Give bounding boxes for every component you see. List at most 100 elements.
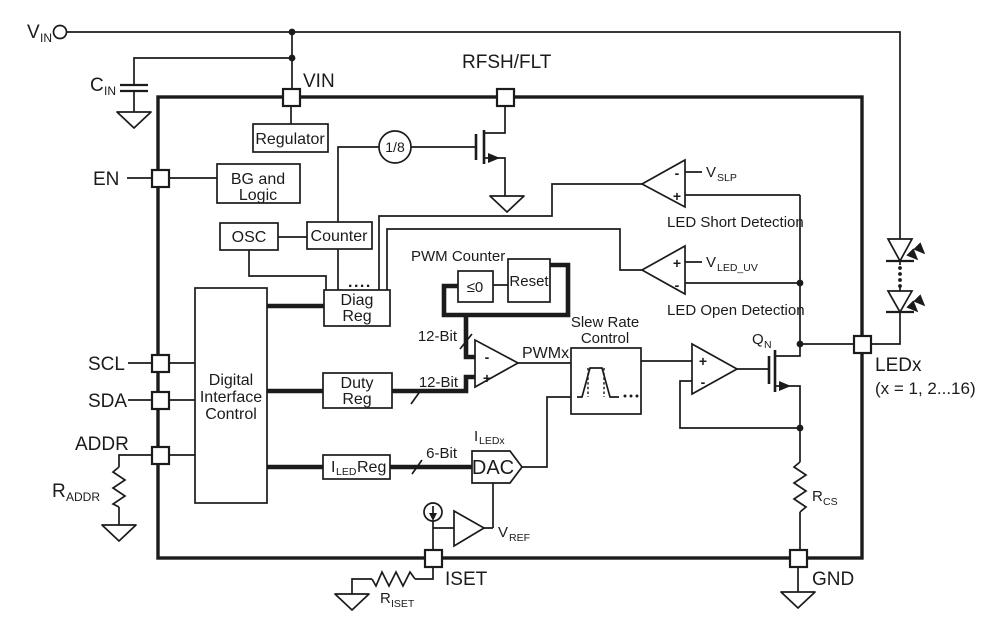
regulator-block [252,123,329,153]
pin-ledx-range-label: (x = 1, 2...16) [875,379,976,398]
iled-reg-label-rest: Reg [357,459,386,476]
bus12-duty-label: 12-Bit [419,374,459,391]
bg-logic-label-1: BG and [231,171,285,188]
qn-label-sub: N [764,339,772,351]
duty-reg-block [322,372,393,409]
divide-by-8-block [378,130,412,164]
vin-terminal-icon [52,24,68,40]
rcs-label-sub: CS [823,496,838,508]
pin-addr [150,445,171,466]
mosfet-qn-arrow-icon [779,381,791,391]
iled-reg-block [322,454,391,480]
iledx-label: I [474,428,478,445]
pin-addr-label: ADDR [75,434,129,455]
reset-block [507,258,551,303]
regulator-label: Regulator [255,131,325,148]
pwm-comp-plus-sign: + [483,370,491,386]
mosfet-bars [474,130,777,392]
pin-iset-label: ISET [445,569,488,590]
current-source-arrowhead-icon [429,513,437,521]
vref-buffer [453,509,486,548]
vref-label-sub: REF [509,532,530,544]
slew-label-2: Control [581,330,629,347]
riset-label-sub: ISET [391,598,415,610]
pin-en [150,168,171,189]
pin-sda-label: SDA [88,391,127,412]
output-amplifier [691,342,739,396]
qn-label: Q [752,331,764,348]
capacitor-cin [120,83,148,93]
led-emission-arrows-icon [906,242,926,313]
led-symbols [886,238,914,314]
pwm-counter-title: PWM Counter [411,248,505,265]
junction-dots [288,28,804,432]
pin-scl [150,353,171,374]
signal-wires [169,106,854,550]
pwm-comp-minus-sign: - [485,349,490,365]
slew-waveform-ideal-icon [587,368,605,397]
pin-scl-label: SCL [88,354,125,375]
iledx-label-sub: LEDx [479,435,505,447]
short-det-minus-sign: - [675,165,680,181]
pin-gnd [788,548,809,569]
slew-waveform-ellipsis-icon [623,394,639,398]
counter-label: Counter [311,228,369,245]
pin-ledx [852,334,873,355]
pwmx-label: PWMx [522,345,569,362]
dic-label-1: Digital [209,372,253,389]
dic-label-3: Control [205,406,257,423]
duty-reg-label-2: Reg [342,391,371,408]
out-amp-minus-sign: - [701,374,706,390]
pin-vin-label: VIN [303,71,335,92]
led-chain-ellipsis [898,266,902,288]
bg-logic-block [216,163,301,204]
pin-vin [281,87,302,108]
digital-interface-control-block [194,287,268,504]
diag-reg-block [323,289,391,327]
le-zero-label: ≤0 [467,279,484,296]
vled-uv-label-sub: LED_UV [717,262,758,274]
open-det-minus-sign: - [675,277,680,293]
resistor-riset [371,569,416,588]
bus6-label: 6-Bit [426,445,458,462]
led-short-detection-label: LED Short Detection [667,214,804,231]
vled-uv-label: V [706,254,716,271]
bg-logic-label-2: Logic [239,187,277,204]
dac-block [471,450,524,484]
pin-rfsh-flt [495,87,516,108]
pin-sda [150,390,171,411]
diag-inputs-ellipsis: .... [348,274,372,291]
comparator-led-short [640,158,686,209]
resistor-raddr [111,466,127,508]
raddr-label-sub: ADDR [66,490,100,504]
dac-label: DAC [472,457,514,479]
comparator-pwm [474,338,520,389]
iled-reg-label-sub: LED [336,466,357,478]
ground-symbols [101,111,816,611]
rcs-label: R [812,488,823,505]
osc-block [219,222,279,251]
bus12-counter-label: 12-Bit [418,328,458,345]
counter-block [306,221,373,250]
iled-reg-label: I [331,459,335,476]
pin-gnd-label: GND [812,569,854,590]
pin-iset [423,548,444,569]
pin-rfsh-flt-label: RFSH/FLT [462,52,552,73]
reset-label: Reset [509,273,549,290]
divide-by-8-label: 1/8 [385,139,405,155]
open-det-plus-sign: + [673,255,681,271]
le-zero-block [457,270,494,303]
out-amp-plus-sign: + [699,353,707,369]
raddr-label: R [52,481,66,502]
bus-width-slashes [410,333,473,475]
data-buses [267,262,571,470]
diag-reg-label-2: Reg [342,308,371,325]
riset-label: R [380,590,391,607]
vslp-label-sub: SLP [717,172,737,184]
vin-supply-label: V [27,22,40,43]
pin-ledx-label: LEDx [875,355,922,376]
osc-label: OSC [232,229,267,246]
diag-reg-label-1: Diag [341,292,374,309]
